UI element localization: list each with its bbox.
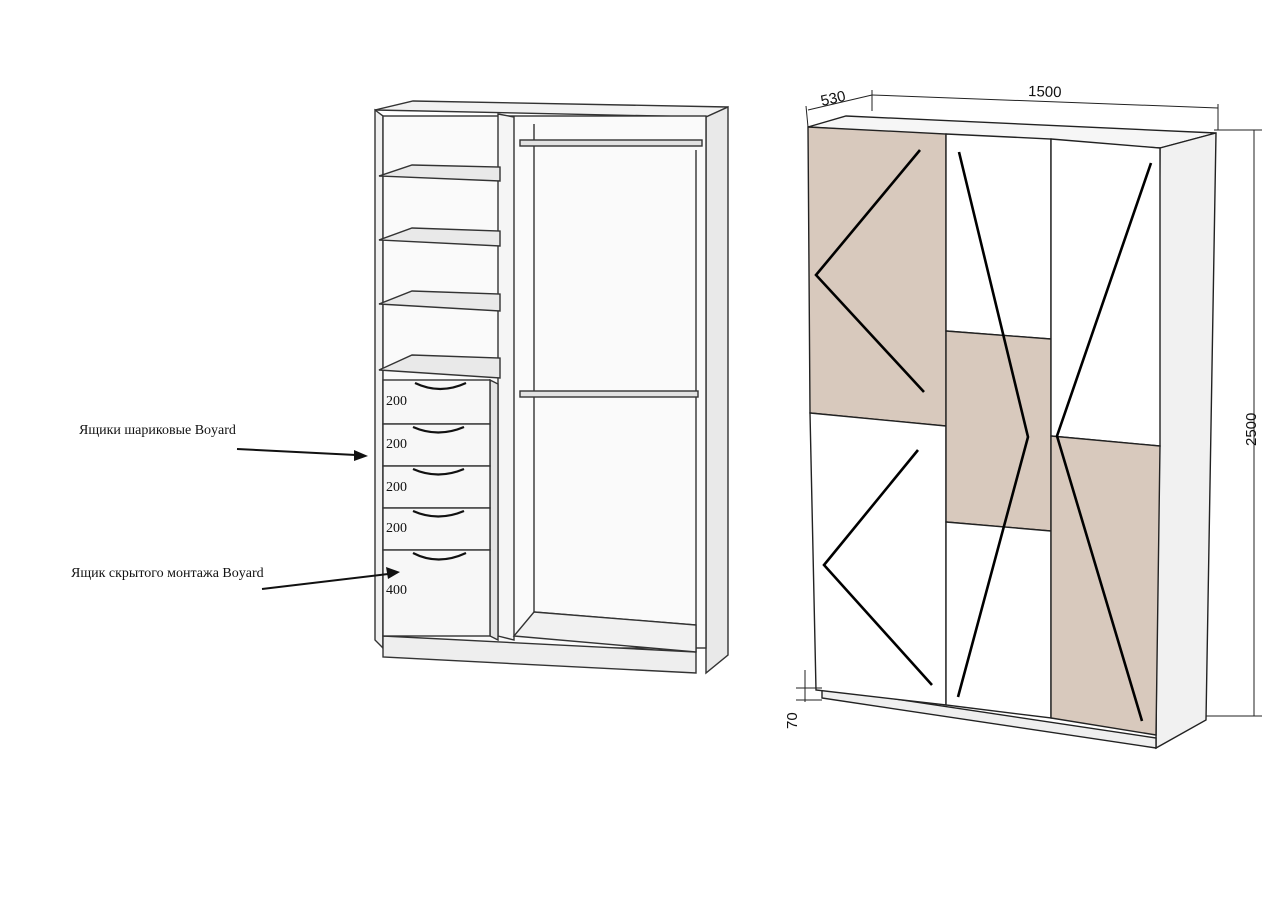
drawer-1-handle[interactable] — [414, 382, 467, 391]
dimension-height-label: 2500 — [1243, 413, 1260, 446]
drawer-4-handle[interactable] — [412, 509, 465, 518]
drawer-2[interactable] — [382, 423, 491, 467]
callout-ball-drawers: Ящики шариковые Boyard — [79, 423, 236, 438]
dimension-plinth-label: 70 — [784, 712, 801, 729]
interior-top-panel — [374, 100, 729, 118]
drawer-5-height-label: 400 — [386, 583, 407, 598]
drawer-3-handle[interactable] — [412, 467, 465, 476]
facade-right-side — [1155, 132, 1217, 750]
interior-wardrobe — [374, 100, 729, 675]
facade-plinth — [821, 687, 1157, 749]
drawer-3-height-label: 200 — [386, 480, 407, 495]
interior-plinth — [382, 635, 697, 674]
drawer-5-handle[interactable] — [412, 552, 467, 561]
shelf-1 — [378, 164, 501, 182]
callout-hidden-drawer: Ящик скрытого монтажа Boyard — [71, 566, 264, 581]
drawer-1-height-label: 200 — [386, 394, 407, 409]
drawer-3[interactable] — [382, 465, 491, 509]
drawer-4-height-label: 200 — [386, 521, 407, 536]
right-door-decor — [1055, 162, 1153, 722]
interior-compartment-floor — [512, 611, 697, 653]
dimension-width-label: 1500 — [1028, 83, 1062, 101]
drawer-2-handle[interactable] — [412, 425, 465, 434]
shelf-4 — [378, 354, 501, 379]
drawer-2-height-label: 200 — [386, 437, 407, 452]
shelf-2 — [378, 227, 501, 247]
hanging-rail-middle — [519, 390, 699, 398]
right-door-lower-panel — [1050, 435, 1161, 736]
middle-door-decor — [956, 151, 1030, 698]
drawer-4[interactable] — [382, 507, 491, 551]
left-door-upper-panel — [807, 126, 947, 427]
shelf-3 — [378, 290, 501, 312]
interior-left-side — [374, 108, 384, 650]
middle-door-center-panel — [945, 330, 1052, 532]
interior-right-side — [705, 105, 729, 675]
callout-arrow-hidden-drawer — [261, 573, 389, 590]
left-door-upper-decor — [814, 149, 925, 393]
facade-wardrobe — [807, 115, 1217, 750]
hanging-rail-top — [519, 139, 703, 147]
drawer-1[interactable] — [382, 379, 491, 425]
drawer-block-side — [489, 378, 499, 642]
dimension-depth-label: 530 — [819, 88, 847, 110]
drawer-5[interactable] — [382, 549, 491, 637]
left-door-lower-decor — [822, 449, 933, 686]
callout-arrow-ball-drawers — [236, 448, 357, 456]
